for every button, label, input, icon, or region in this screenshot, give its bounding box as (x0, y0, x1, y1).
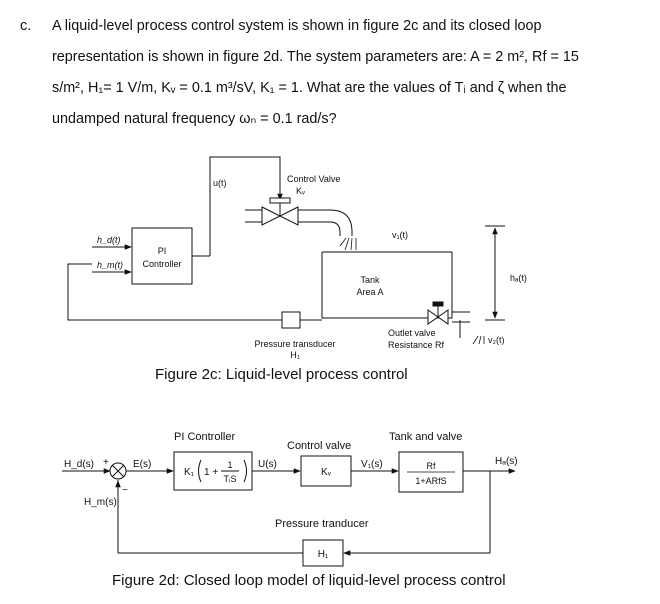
kv-block (300, 455, 352, 487)
control-valve-body (261, 206, 282, 226)
tank-num: Rf (427, 461, 436, 471)
plus-sign: + (103, 457, 109, 468)
outlet-valve (427, 309, 439, 325)
pt-label-line1: Pressure transducer (254, 339, 335, 349)
pi-label-line2: Controller (142, 259, 181, 269)
hm-s-label: H_m(s) (84, 497, 117, 508)
pressure-transducer (281, 311, 301, 329)
tank-walls (321, 252, 453, 319)
question-label: c. (20, 18, 32, 34)
h1-block-label: H₁ (318, 549, 329, 560)
outlet-label-line1: Outlet valve (388, 328, 436, 338)
tank-label-line2: Area A (356, 287, 383, 297)
pt-label-line2: H₁ (290, 350, 300, 360)
question-line-4: undamped natural frequency ωₙ = 0.1 rad/… (52, 111, 337, 127)
hd-label: h_d(t) (97, 235, 121, 245)
question-line-3: s/m², H₁= 1 V/m, Kᵥ = 0.1 m³/sV, K₁ = 1.… (52, 80, 567, 96)
figure-2d-caption: Figure 2d: Closed loop model of liquid-l… (112, 572, 506, 589)
tank-label-line1: Tank (360, 275, 380, 285)
tank-den: 1+ARfS (415, 476, 446, 486)
u-s-label: U(s) (258, 459, 277, 470)
v1-s-label: V₁(s) (361, 459, 383, 470)
figure-2c-caption: Figure 2c: Liquid-level process control (155, 366, 408, 383)
ha-s-label: Hₐ(s) (495, 456, 518, 467)
frac-num: 1 (227, 460, 232, 470)
e-s-label: E(s) (133, 459, 151, 470)
pi-title: PI Controller (174, 431, 235, 443)
feedback-line (67, 263, 282, 321)
kv-block-label: Kᵥ (321, 467, 332, 478)
feedback-return (117, 480, 303, 554)
tv-title: Tank and valve (389, 431, 462, 443)
ha-label: hₐ(t) (510, 273, 527, 283)
question-line-2: representation is shown in figure 2d. Th… (52, 49, 579, 65)
control-valve-label: Control Valve (287, 174, 340, 184)
hd-s-label: H_d(s) (64, 459, 94, 470)
pi-controller-box (131, 227, 193, 285)
question-line-1: A liquid-level process control system is… (52, 18, 542, 34)
k1-label: K₁ (184, 467, 195, 478)
u-label: u(t) (213, 178, 227, 188)
hm-label: h_m(t) (97, 260, 123, 270)
minus-sign: − (122, 485, 128, 496)
u-signal-line (209, 156, 281, 256)
inlet-pipe (298, 209, 353, 236)
kv-label: Kᵥ (296, 186, 305, 196)
feedback-path (351, 471, 491, 554)
v2-label: v₂(t) (488, 335, 505, 345)
pi-label-line1: PI (158, 246, 167, 256)
h1-block (302, 539, 344, 567)
v1-label: v₁(t) (392, 230, 408, 240)
one-plus-label: 1 + (204, 467, 218, 478)
outlet-label-line2: Resistance Rf (388, 340, 445, 350)
cv-title: Control valve (287, 440, 351, 452)
pt-title: Pressure tranducer (275, 518, 369, 530)
frac-den: TᵢS (224, 474, 237, 484)
